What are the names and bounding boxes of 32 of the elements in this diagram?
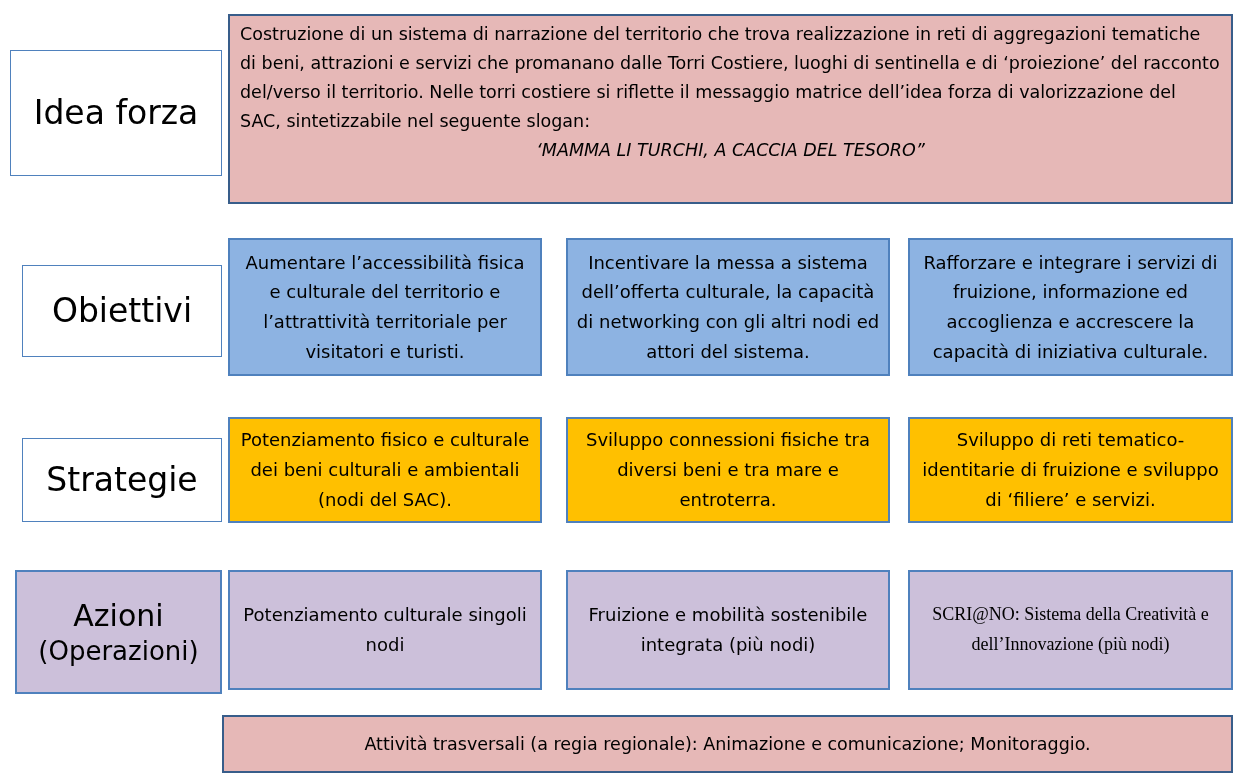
- strategy-text: Potenziamento fisico e culturale dei beni culturali e ambientali (nodi del SAC).: [239, 428, 531, 512]
- row-subheading: (Operazioni): [38, 634, 199, 668]
- label-box: [22, 265, 222, 357]
- description-text: Attività trasversali (a regia regionale): Animazione e comunicazione; Monitoraggio.: [364, 732, 1091, 756]
- strategy-text: Sviluppo di reti tematico-identitarie di fruizione e sviluppo di ‘filiere’ e servizi.: [921, 428, 1220, 512]
- strategy-box: [228, 417, 542, 523]
- action-box: [228, 570, 542, 690]
- action-text: SCRI@NO: Sistema della Creatività e dell’Innovazione (più nodi): [931, 603, 1210, 656]
- activity-box: [222, 715, 1233, 773]
- objective-box: [566, 238, 890, 376]
- objective-text: Rafforzare e integrare i servizi di fruizione, informazione ed accoglienza e accrescere la capacità di iniziativa culturale.: [922, 250, 1219, 364]
- row-heading: Idea forza: [33, 91, 199, 134]
- label-box: [22, 438, 222, 522]
- strategy-text: Sviluppo connessioni fisiche tra diversi beni e tra mare e entroterra.: [584, 428, 872, 512]
- strategy-box: [566, 417, 890, 523]
- action-text: Fruizione e mobilità sostenibile integrata (più nodi): [587, 603, 869, 657]
- idea-box: [228, 14, 1233, 204]
- label-box: [10, 50, 222, 176]
- objective-text: Incentivare la messa a sistema dell’offerta culturale, la capacità di networking con gli altri nodi ed attori del sistema.: [576, 250, 880, 364]
- action-box: [908, 570, 1233, 690]
- strategy-box: [908, 417, 1233, 523]
- row-heading: Obiettivi: [51, 289, 193, 332]
- objective-box: [228, 238, 542, 376]
- row-heading: Strategie: [46, 458, 198, 501]
- description-text: Costruzione di un sistema di narrazione del territorio che trova realizzazione in reti di aggregazioni tematiche di beni, attrazioni e servizi che promanano dalle Torri Costiere, luoghi di sentinella e di ‘proiezione’ del racconto del/verso il territorio. Nelle torri costiere si riflette il messaggio matrice dell’idea forza di valorizzazione del SAC, sintetizzabile nel seguente slogan:: [240, 23, 1221, 133]
- objective-box: [908, 238, 1233, 376]
- objective-text: Aumentare l’accessibilità fisica e culturale del territorio e l’attrattività territoriale per visitatori e turisti.: [244, 250, 526, 364]
- action-text: Potenziamento culturale singoli nodi: [242, 603, 528, 657]
- row-heading: Azioni: [73, 596, 164, 635]
- slogan-text: ‘MAMMA LI TURCHI, A CACCIA DEL TESORO”: [535, 138, 926, 162]
- label-box: [15, 570, 222, 694]
- action-box: [566, 570, 890, 690]
